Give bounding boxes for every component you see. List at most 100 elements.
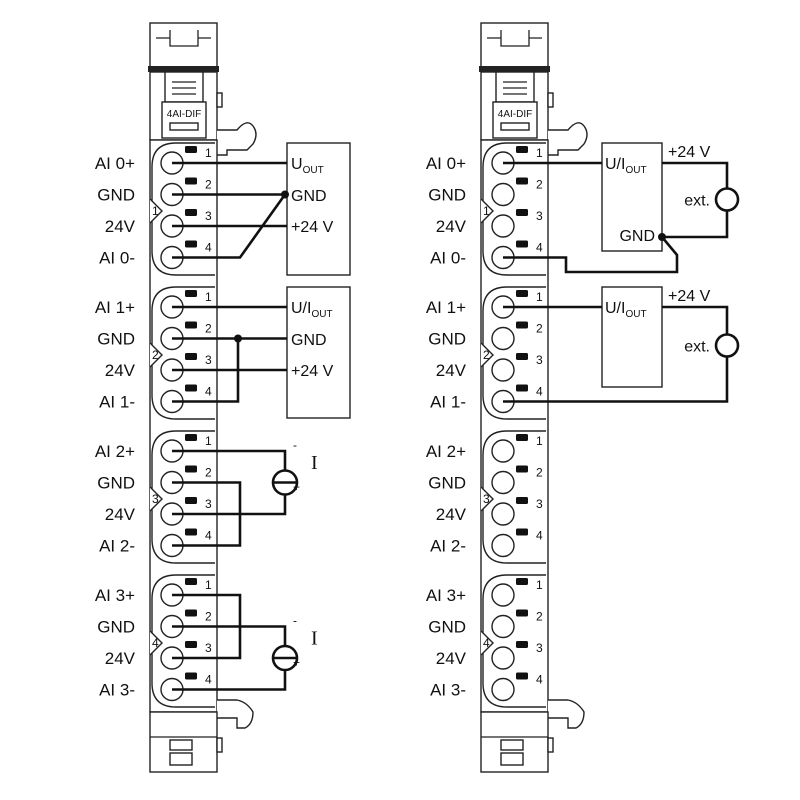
source-minus-label: - bbox=[293, 438, 297, 452]
block-number: 2 bbox=[152, 348, 159, 362]
label-plate bbox=[492, 101, 538, 139]
terminal-number: 2 bbox=[205, 178, 212, 192]
bottom-side-clip bbox=[216, 737, 223, 753]
channel-label: AI 3+ bbox=[426, 586, 466, 605]
channel-label: 24V bbox=[436, 361, 467, 380]
terminal-number: 1 bbox=[536, 290, 543, 304]
terminal-number: 2 bbox=[536, 610, 543, 624]
terminal-number: 1 bbox=[205, 434, 212, 448]
block-notch bbox=[149, 342, 163, 368]
terminal-number: 4 bbox=[536, 529, 543, 543]
junction-dot bbox=[234, 334, 242, 343]
channel-label: GND bbox=[428, 330, 466, 349]
latch-band bbox=[148, 66, 219, 72]
status-led bbox=[516, 321, 528, 329]
terminal-clamp[interactable] bbox=[491, 533, 515, 558]
sensor-output-label: U/IOUT bbox=[605, 300, 647, 320]
wire-ai0-minus bbox=[172, 193, 287, 259]
channel-label: AI 2+ bbox=[95, 442, 135, 461]
terminal-clamp[interactable] bbox=[491, 326, 515, 351]
status-led bbox=[185, 290, 197, 297]
status-led bbox=[516, 353, 528, 360]
terminal-clamp[interactable] bbox=[491, 182, 515, 207]
terminal-number: 4 bbox=[536, 385, 543, 399]
terminal-clamp[interactable] bbox=[491, 358, 515, 382]
latch-detail bbox=[156, 30, 211, 47]
status-led bbox=[185, 609, 197, 617]
source-plus-label: + bbox=[293, 656, 300, 670]
status-led bbox=[185, 209, 197, 216]
source-current-symbol: I bbox=[311, 628, 318, 650]
sensor-output-label-main: U/I bbox=[605, 300, 625, 317]
terminal-number: 1 bbox=[205, 290, 212, 304]
terminal-number: 3 bbox=[536, 497, 543, 511]
terminal-clamp[interactable] bbox=[491, 583, 515, 607]
channel-label: GND bbox=[428, 186, 466, 205]
bottom-grip bbox=[500, 752, 524, 766]
latch-detail bbox=[487, 30, 542, 47]
status-led bbox=[516, 434, 528, 441]
status-led bbox=[185, 434, 197, 441]
terminal-clamp[interactable] bbox=[491, 439, 515, 463]
wire-ext-supply-ai1-minus bbox=[503, 305, 729, 403]
channel-label: AI 3+ bbox=[95, 586, 135, 605]
status-led bbox=[185, 384, 197, 392]
status-led bbox=[516, 641, 528, 648]
channel-label: GND bbox=[428, 474, 466, 493]
status-led bbox=[516, 240, 528, 248]
terminal-clamp[interactable] bbox=[491, 614, 515, 639]
terminal-clamp[interactable] bbox=[491, 214, 515, 238]
sensor-output-label-main: U bbox=[291, 156, 303, 173]
module-label: 4AI-DIF bbox=[498, 109, 532, 120]
block-notch bbox=[480, 486, 494, 512]
wire-ext-supply bbox=[662, 161, 729, 239]
terminal-number: 1 bbox=[205, 146, 212, 160]
channel-label: 24V bbox=[105, 217, 136, 236]
label-slot bbox=[500, 122, 530, 131]
terminal-clamp[interactable] bbox=[491, 502, 515, 526]
source-plus-label: + bbox=[293, 480, 300, 494]
source-minus-label: - bbox=[293, 614, 297, 628]
wire-ai0-minus bbox=[503, 236, 679, 274]
block-number: 3 bbox=[483, 492, 490, 506]
terminal-number: 2 bbox=[536, 466, 543, 480]
module-label: 4AI-DIF bbox=[167, 109, 201, 120]
channel-label: 24V bbox=[436, 649, 467, 668]
channel-label: 24V bbox=[436, 505, 467, 524]
terminal-number: 3 bbox=[205, 497, 212, 511]
channel-label: AI 1+ bbox=[426, 298, 466, 317]
channel-label: GND bbox=[97, 330, 135, 349]
channel-label: AI 2- bbox=[430, 537, 466, 556]
sensor-output-label: U/IOUT bbox=[291, 300, 333, 320]
status-led bbox=[516, 497, 528, 504]
terminal-number: 3 bbox=[536, 353, 543, 367]
status-led bbox=[516, 672, 528, 680]
wire-ai2-plus bbox=[172, 449, 287, 471]
sensor-box-1 bbox=[286, 142, 351, 276]
status-led bbox=[516, 528, 528, 536]
sensor-gnd-label: GND bbox=[291, 332, 327, 349]
sensor-supply-label: +24 V bbox=[291, 363, 334, 380]
terminal-clamp[interactable] bbox=[491, 646, 515, 670]
wire-gnd bbox=[172, 625, 287, 646]
wire-gnd-ai2-minus bbox=[172, 481, 242, 547]
wire-ai1-minus bbox=[172, 338, 240, 403]
release-tab-lines bbox=[172, 81, 196, 95]
sensor-supply-label: +24 V bbox=[668, 144, 711, 161]
block-number: 1 bbox=[152, 204, 159, 218]
sensor-box-2 bbox=[601, 286, 663, 388]
side-clip bbox=[547, 92, 554, 108]
bottom-grip bbox=[169, 739, 193, 751]
channel-label: GND bbox=[97, 618, 135, 637]
terminal-clamp[interactable] bbox=[491, 470, 515, 495]
external-supply-icon bbox=[714, 333, 740, 358]
wire-24v bbox=[172, 494, 287, 516]
terminal-clamp[interactable] bbox=[491, 677, 515, 702]
